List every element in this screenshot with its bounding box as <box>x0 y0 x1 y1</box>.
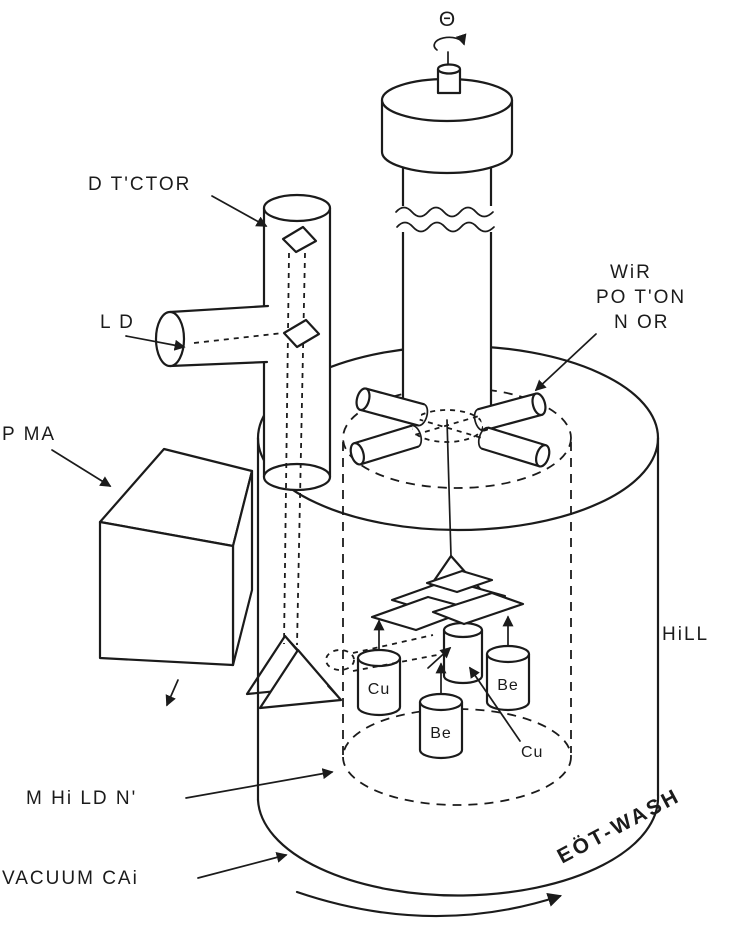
beam-into-can-2 <box>352 654 438 672</box>
wire-position-monitor <box>349 387 551 468</box>
can-bottom <box>256 793 660 897</box>
pm-box-down-arrow <box>165 679 179 707</box>
test-body-cu-back <box>442 621 484 685</box>
detector-leader <box>211 195 268 227</box>
beam-window <box>325 649 355 671</box>
wire-monitor-label-2: PO T'ON <box>596 287 686 308</box>
beam-to-mirror-arrow <box>427 646 452 669</box>
mirror-assembly <box>370 569 525 632</box>
detector-label: D T'CTOR <box>88 174 191 195</box>
pm-leader <box>51 449 112 487</box>
rotation-arrow-top <box>433 33 467 51</box>
cu-left-label: Cu <box>368 681 390 698</box>
prism <box>245 634 343 710</box>
turntable: Θ <box>380 8 514 175</box>
hill-label: HiLL <box>662 624 709 645</box>
shielding-label: M Hi LD N' <box>26 788 137 809</box>
knob-body <box>436 69 462 95</box>
knob-cap <box>436 63 462 75</box>
mirror-plate-3 <box>431 591 525 626</box>
beam-into-can-1 <box>352 634 434 654</box>
pm-box-front <box>98 520 235 667</box>
test-body-be-right: Be <box>485 644 531 712</box>
tube-break-lower <box>396 221 495 233</box>
annotations: D T'CTOR L D P MA WiR PO T'ON N OR HiLL … <box>2 174 709 889</box>
cu-back-leader <box>469 666 521 742</box>
monitor-cylinder-upper-left <box>355 387 429 427</box>
monitor-cylinder-lower-left <box>349 424 423 466</box>
tube-break-upper <box>395 206 494 218</box>
vacuum-can-label: VACUUM CAi <box>2 868 139 889</box>
beamsplitter <box>282 318 321 349</box>
led-body-edges <box>168 304 270 368</box>
led-label: L D <box>100 312 135 333</box>
test-body-cu-left: Cu <box>356 648 402 717</box>
led-end-cap <box>154 310 186 368</box>
test-body-be-middle: Be <box>418 692 464 760</box>
cu-back-label: Cu <box>521 744 543 761</box>
rotation-tube <box>395 152 496 423</box>
monitor-cylinder-lower-right <box>477 426 551 468</box>
detector-bottom-cap <box>262 462 332 492</box>
tube-body-fill <box>403 154 491 421</box>
be-middle-label: Be <box>430 725 452 742</box>
monitor-cylinder-upper-right <box>473 392 547 432</box>
pm-box <box>98 447 254 707</box>
pm-label: P MA <box>2 424 56 445</box>
led-body-fill <box>170 306 268 366</box>
mirror-plate-4 <box>425 569 494 594</box>
detector-top-cap <box>262 193 332 223</box>
prism-front-face <box>258 648 343 710</box>
optical-path <box>193 225 452 710</box>
shielding-leader <box>185 768 334 799</box>
rotation-arrow-bottom <box>295 890 563 918</box>
prism-depth-edges <box>284 635 342 701</box>
vacuum-can-leader <box>197 852 288 879</box>
theta-label: Θ <box>439 8 455 31</box>
be-right-label: Be <box>497 677 519 694</box>
torsion-pendulum: Cu Be Be <box>356 419 531 760</box>
wire-monitor-label-3: N OR <box>614 312 670 333</box>
led-leader <box>125 335 186 351</box>
shield-bottom-rim <box>342 708 572 806</box>
wire-monitor-label-1: WiR <box>610 262 652 283</box>
beam-led <box>193 332 284 344</box>
detector-mirror <box>281 225 318 254</box>
led-tube <box>154 304 270 368</box>
torsion-fiber <box>446 419 452 557</box>
wire-monitor-leader <box>534 333 597 392</box>
